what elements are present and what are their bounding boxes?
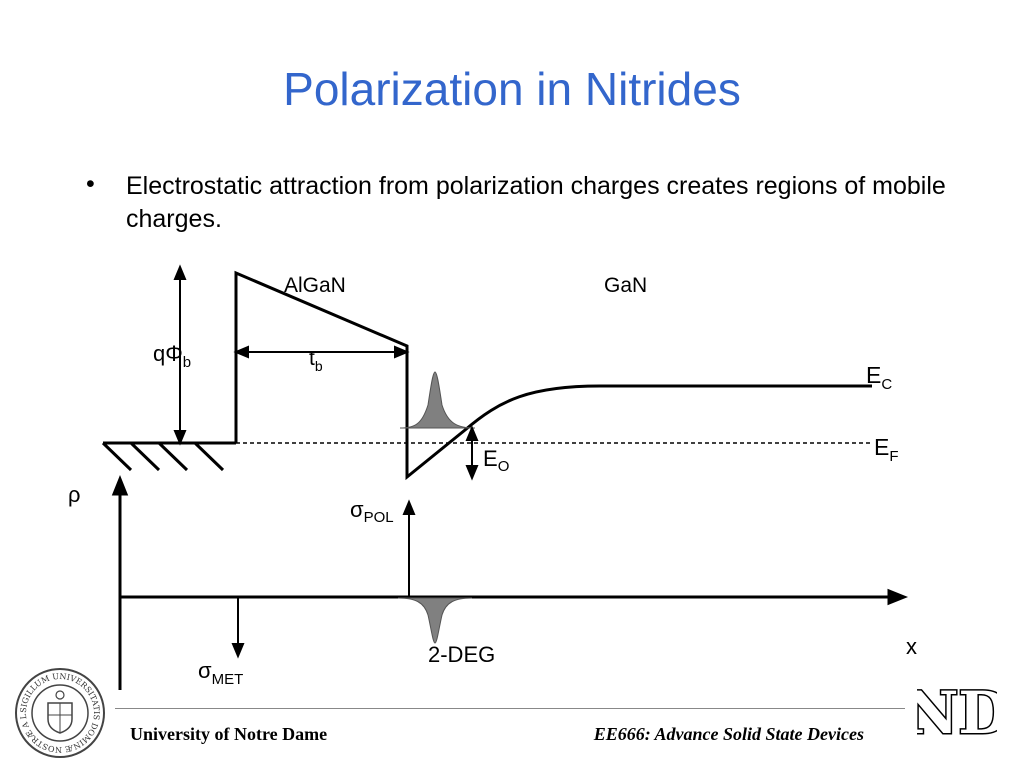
wavefunction-peak [399,371,476,429]
label-sigma-met: σMET [198,658,243,688]
label-ec: EC [866,362,892,393]
label-rho: ρ [68,482,81,507]
qphi-arrow [173,264,187,446]
label-tb: tb [309,347,323,374]
label-algan: AlGaN [284,274,346,297]
label-sigma-pol: σPOL [350,497,394,526]
svg-text:ND: ND [917,681,997,745]
footer-divider [115,708,905,709]
label-x: x [906,634,917,659]
bullet-dot-icon: • [86,170,95,198]
label-gan: GaN [604,274,647,297]
label-eo: EO [483,446,509,475]
sigma-met-arrow [231,597,245,659]
eo-arrow [465,425,479,481]
nd-monogram-icon: ND [917,681,997,745]
label-2deg: 2-DEG [428,642,495,667]
footer-university: University of Notre Dame [130,724,328,744]
bullet-text: Electrostatic attraction from polarizati… [126,172,946,233]
label-ef: EF [874,434,899,465]
tb-arrow [233,345,410,359]
university-seal-icon: SIGILLUM UNIVERSITATIS DOMINÆ NOSTRÆ A L… [14,667,105,758]
footer-course: EE666: Advance Solid State Devices [593,724,864,744]
label-q-phi: qΦb [153,341,191,371]
bullet-item: • Electrostatic attraction from polariza… [86,170,956,236]
x-axis [120,588,909,606]
rho-axis [111,474,129,690]
metal-hatch [101,441,225,472]
slide-title: Polarization in Nitrides [283,63,741,115]
sigma-pol-arrow [402,499,416,597]
conduction-band-curve [234,270,872,481]
2deg-dip [397,597,473,644]
